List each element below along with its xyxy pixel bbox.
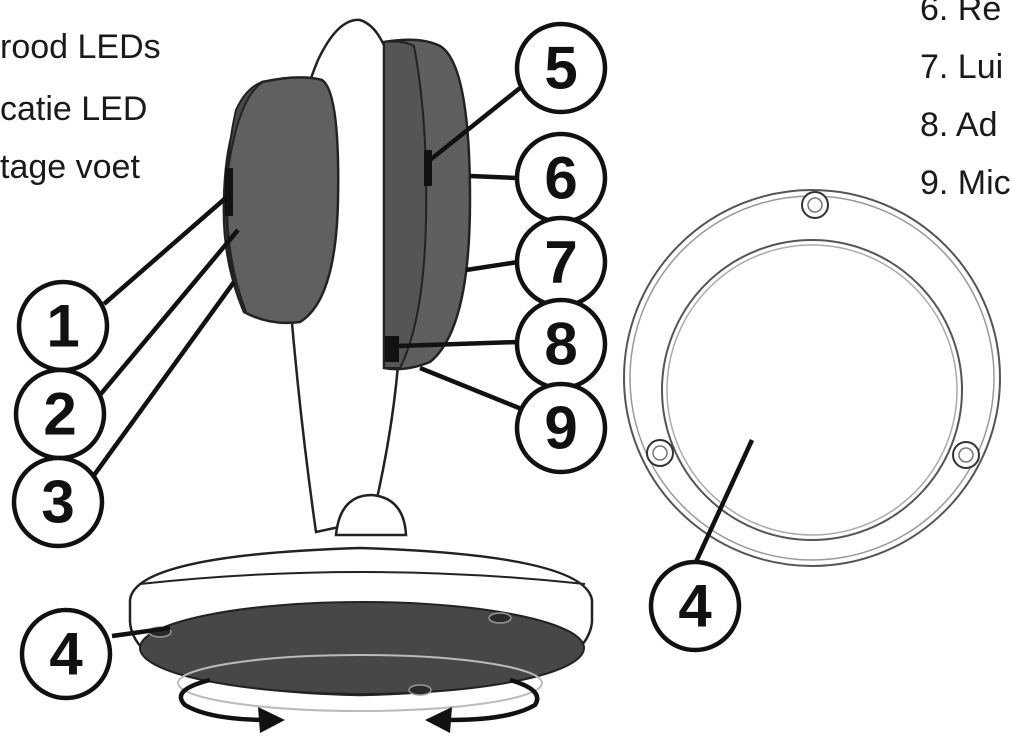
callout-4-base-label: 4 (49, 621, 83, 688)
callout-9-label: 9 (544, 395, 577, 462)
reset-slot (424, 150, 432, 186)
leader-5 (428, 86, 522, 162)
callout-3-label: 3 (41, 469, 74, 536)
callout-3: 3 (11, 455, 105, 549)
legend-left-item-indicator: catie LED (0, 90, 147, 128)
leader-2 (98, 228, 240, 397)
screw-hole-icon (646, 439, 674, 467)
leader-7 (465, 259, 519, 273)
callout-2-label: 2 (43, 381, 76, 448)
leader-4-plate (692, 439, 755, 565)
callout-8-label: 8 (544, 311, 577, 378)
screw-hole-icon (488, 612, 512, 624)
callout-8: 8 (514, 297, 608, 391)
leader-9 (419, 365, 525, 413)
callout-4-base: 4 (19, 607, 113, 701)
base-underside (139, 601, 585, 695)
leader-6 (469, 173, 518, 181)
camera-body (382, 38, 472, 371)
callout-4-plate: 4 (648, 559, 742, 653)
screw-hole-icon (952, 441, 980, 469)
camera-base (128, 546, 594, 712)
callout-6-label: 6 (544, 145, 577, 212)
legend-right-item-6: 6. Re (920, 0, 1001, 28)
callout-5: 5 (514, 21, 608, 115)
front-led-strip (225, 168, 233, 216)
leader-3 (90, 280, 236, 480)
legend-left-item-infrared: rood LEDs (0, 28, 161, 66)
rotation-arrows-icon (178, 677, 540, 733)
callout-4-plate-label: 4 (678, 573, 712, 640)
leader-1 (102, 194, 230, 306)
legend-right-item-8: 8. Ad (920, 106, 998, 144)
screw-hole-icon (801, 191, 829, 219)
legend-right-item-7: 7. Lui (920, 48, 1003, 86)
leader-8 (397, 339, 519, 349)
callout-5-label: 5 (544, 35, 577, 102)
callout-1-label: 1 (46, 293, 79, 360)
callout-7: 7 (514, 215, 608, 309)
callout-1: 1 (16, 279, 110, 373)
callout-2: 2 (13, 367, 107, 461)
legend-left-item-mount: tage voet (0, 148, 140, 186)
camera-front (222, 76, 340, 325)
mounting-plate (623, 189, 1001, 567)
legend-right: 6. Re 7. Lui 8. Ad 9. Mic (920, 0, 1011, 202)
leader-lines (90, 86, 755, 639)
callout-6: 6 (514, 131, 608, 225)
screw-hole-icon (408, 684, 432, 696)
leader-4-base (111, 625, 171, 639)
callout-7-label: 7 (544, 229, 577, 296)
port-slot (385, 336, 399, 362)
callout-9: 9 (514, 381, 608, 475)
legend-right-item-9: 9. Mic (920, 164, 1011, 202)
legend-left: rood LEDs catie LED tage voet (0, 28, 161, 186)
